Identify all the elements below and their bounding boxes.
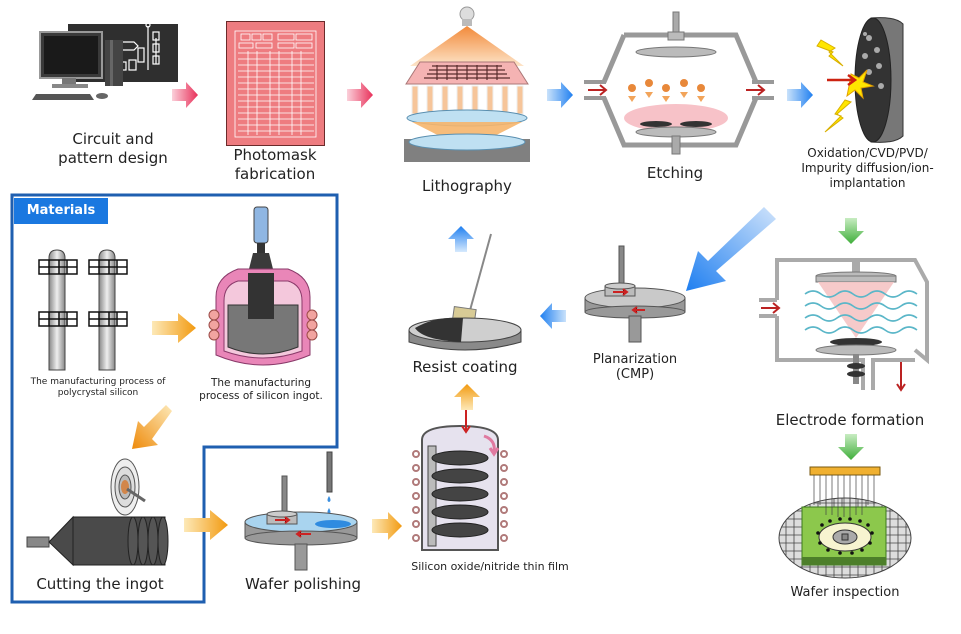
label-line: implantation: [829, 176, 906, 190]
label-line: Impurity diffusion/ion-: [801, 161, 934, 175]
arrow-right-orange: [152, 313, 196, 343]
lithography-label: Lithography: [422, 177, 512, 195]
silicon-ingot-crucible-icon: [208, 206, 318, 366]
label-line: The manufacturing: [210, 377, 312, 389]
polycrystal-rods-icon: [38, 249, 128, 371]
arrow-down-left-orange: [132, 405, 172, 449]
materials-tag: Materials: [14, 198, 108, 224]
thin-film-label: Silicon oxide/nitride thin film: [411, 560, 569, 573]
arrow-down-green: [838, 218, 864, 244]
resist-coating-label: Resist coating: [412, 358, 518, 376]
label-line: (CMP): [615, 367, 655, 382]
label-line: pattern design: [58, 149, 168, 167]
oxidation-label: Oxidation/CVD/PVD/ Impurity diffusion/io…: [780, 146, 955, 191]
arrow-right-pink: [347, 82, 373, 108]
planarization-label: Planarization (CMP): [570, 352, 700, 382]
thin-film-furnace-icon: [412, 410, 508, 551]
photomask-icon: [226, 21, 325, 146]
label-line: polycrystal silicon: [57, 388, 139, 398]
arrow-right-blue: [547, 82, 573, 108]
wafer-polishing-icon: [244, 451, 358, 571]
electrode-formation-label: Electrode formation: [775, 411, 925, 429]
oxidation-target-icon: [816, 17, 904, 143]
wafer-inspection-icon: [778, 466, 912, 579]
arrow-left-blue: [540, 303, 566, 329]
label-line: process of silicon ingot.: [199, 390, 323, 402]
etching-label: Etching: [646, 164, 704, 182]
lithography-icon: [404, 6, 530, 162]
polycrystal-label: The manufacturing process of polycrystal…: [18, 377, 178, 399]
cutting-ingot-label: Cutting the ingot: [36, 575, 164, 593]
cmp-planarization-icon: [584, 245, 686, 343]
repetition-arrow: [686, 207, 776, 291]
label-line: Photomask: [233, 146, 317, 164]
silicon-ingot-label: The manufacturing process of silicon ing…: [196, 377, 326, 403]
wafer-polishing-label: Wafer polishing: [244, 575, 362, 593]
arrow-up-orange: [454, 384, 480, 410]
etching-chamber-icon: [584, 11, 774, 155]
arrow-right-orange: [184, 510, 228, 540]
circuit-design-label: Circuit and pattern design: [38, 130, 188, 168]
label-line: Oxidation/CVD/PVD/: [807, 146, 928, 160]
label-line: fabrication: [234, 165, 316, 183]
resist-coating-icon: [408, 233, 522, 351]
arrow-right-blue: [787, 82, 813, 108]
computer-icon: [32, 22, 178, 100]
electrode-chamber-icon: [759, 258, 929, 392]
arrow-right-orange: [372, 512, 402, 540]
arrow-down-green: [838, 434, 864, 460]
photomask-label: Photomask fabrication: [210, 146, 340, 184]
ingot-cutter-icon: [26, 458, 169, 567]
label-line: Planarization: [592, 352, 678, 367]
arrow-right-pink: [172, 82, 198, 108]
arrow-up-blue: [448, 226, 474, 252]
label-line: Circuit and: [72, 130, 154, 148]
wafer-inspection-label: Wafer inspection: [790, 585, 900, 600]
label-line: The manufacturing process of: [30, 377, 166, 387]
